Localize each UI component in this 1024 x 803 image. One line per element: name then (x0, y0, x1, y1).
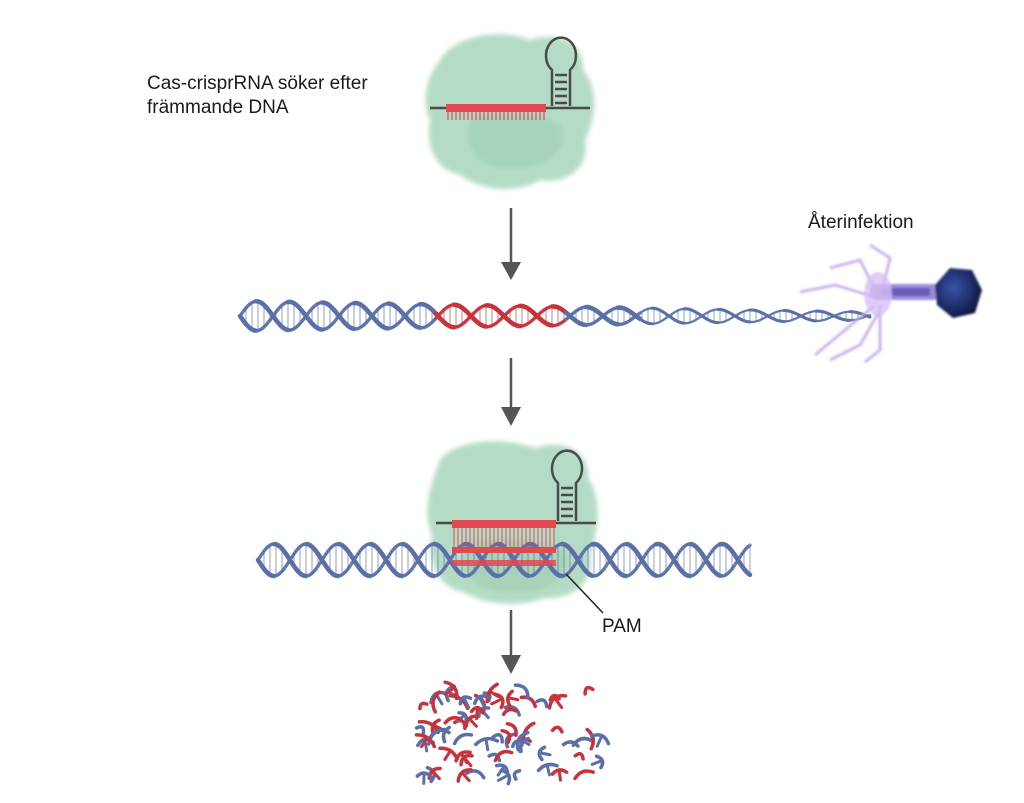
arrow-down-icon (501, 610, 521, 674)
cas-complex-searching (425, 34, 594, 189)
cas-complex-bound (258, 441, 750, 613)
reinfection-label: Återinfektion (808, 212, 914, 234)
bacteriophage-icon (800, 245, 982, 362)
search-label: Cas-crisprRNA söker efter främmande DNA (147, 72, 427, 120)
search-label-line1: Cas-crisprRNA söker efter (147, 72, 427, 96)
pam-label: PAM (602, 616, 642, 638)
dna-fragments-icon (413, 680, 611, 787)
arrow-down-icon (501, 208, 521, 280)
dna-double-helix-icon (240, 301, 870, 330)
search-label-line2: främmande DNA (147, 96, 427, 120)
arrow-down-icon (501, 358, 521, 426)
